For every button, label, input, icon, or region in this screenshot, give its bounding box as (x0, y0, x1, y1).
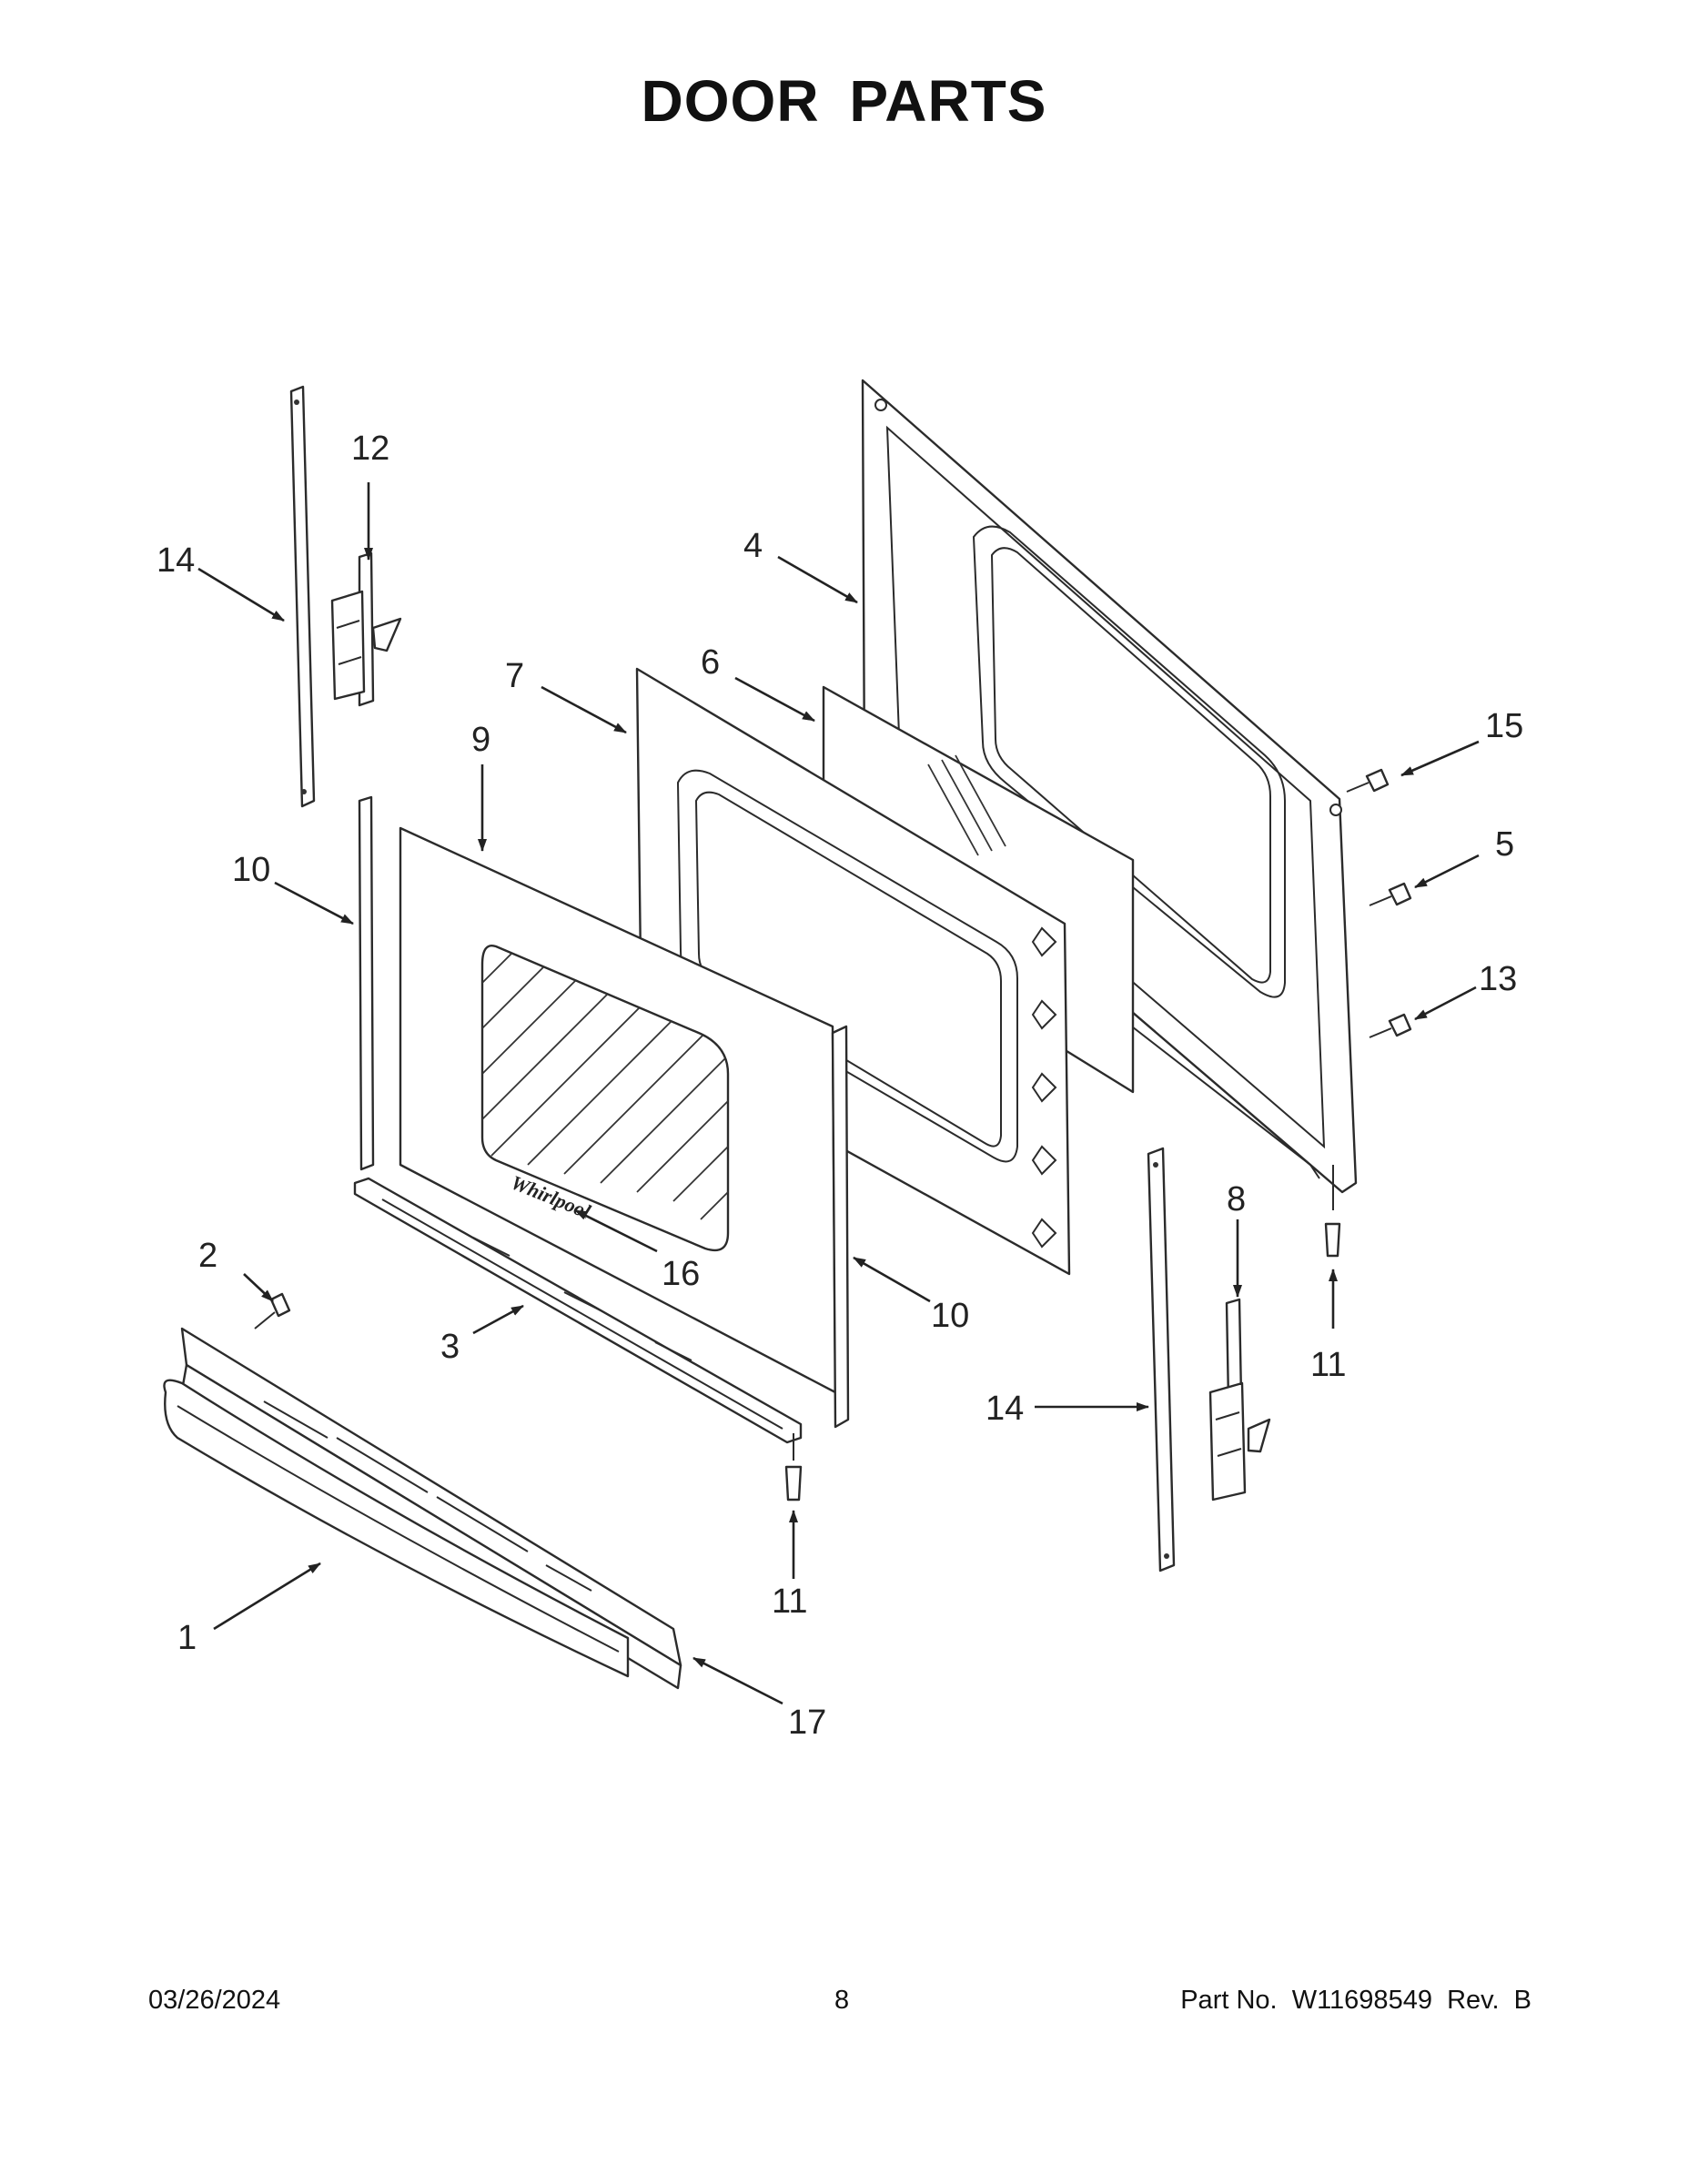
callout-6: 6 (701, 643, 720, 682)
callout-11-right: 11 (1310, 1346, 1346, 1384)
callout-arrows (197, 482, 1480, 1705)
part-8-right-hinge (1208, 1298, 1271, 1502)
callout-9: 9 (471, 721, 490, 759)
callout-4: 4 (743, 527, 763, 565)
callout-15: 15 (1485, 707, 1523, 745)
footer-page-number: 8 (834, 1986, 850, 2015)
callout-labels: 14 12 4 7 6 9 15 10 5 13 8 2 16 10 11 3 … (157, 430, 1523, 1742)
callout-7: 7 (505, 657, 524, 695)
part-10-right-side-trim (831, 1025, 850, 1429)
part-13-screw (1369, 1013, 1412, 1038)
part-15-screw (1346, 768, 1390, 793)
part-11-screw-center (784, 1433, 803, 1502)
part-14-left-hinge-channel (289, 385, 316, 808)
callout-2: 2 (198, 1237, 217, 1275)
part-14-right-hinge-channel (1147, 1147, 1176, 1572)
part-5-screw (1369, 882, 1412, 906)
part-2-screw (254, 1292, 291, 1330)
callout-5: 5 (1495, 825, 1514, 864)
callout-12: 12 (351, 430, 389, 468)
part-1-door-handle (163, 1379, 630, 1678)
callout-14-right: 14 (986, 1390, 1024, 1428)
callout-11-center: 11 (772, 1582, 807, 1621)
callout-8: 8 (1227, 1180, 1246, 1218)
page-title: DOOR PARTS (641, 68, 1047, 134)
part-3-vent-bracket (353, 1177, 803, 1444)
callout-10-right: 10 (931, 1297, 969, 1335)
callout-10-left: 10 (232, 851, 270, 889)
callout-1: 1 (177, 1619, 197, 1657)
callout-16: 16 (662, 1255, 700, 1293)
part-10-left-side-trim (358, 795, 375, 1171)
footer-part-number: Part No. W11698549 Rev. B (1180, 1986, 1531, 2015)
footer-date: 03/26/2024 (148, 1986, 281, 2015)
callout-3: 3 (440, 1328, 460, 1366)
part-4-outer-door-panel (861, 379, 1358, 1194)
part-12-left-hinge (330, 551, 402, 707)
part-11-screw-right (1324, 1165, 1341, 1258)
callout-13: 13 (1479, 960, 1517, 998)
callout-14-left: 14 (157, 541, 195, 580)
callout-17: 17 (788, 1704, 826, 1742)
